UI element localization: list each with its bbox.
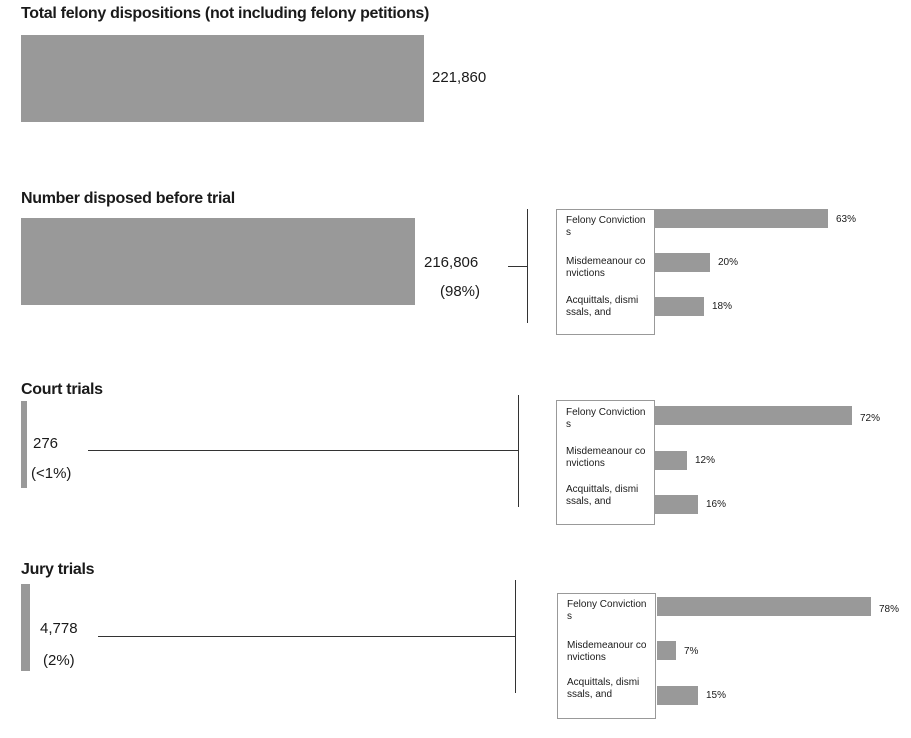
bar-court-trials: [21, 401, 27, 488]
breakdown-box-court-trials: [556, 400, 655, 525]
bar-acquittals-dismissals: [657, 686, 698, 705]
connector-line-jury-trials: [98, 636, 515, 637]
category-label-acquittals: Acquittals, dismi ssals, and: [566, 295, 639, 318]
bracket-line-jury-trials: [515, 580, 516, 693]
breakdown-box-jury-trials: [557, 593, 656, 719]
connector-line-before-trial: [508, 266, 527, 267]
pct-label-acquittals: 15%: [706, 690, 727, 701]
pct-label-misdemeanour: 12%: [695, 455, 716, 466]
value-label-jury-trials: 4,778: [40, 620, 78, 637]
section-title-total: Total felony dispositions (not including…: [21, 5, 430, 22]
section-title-before-trial: Number disposed before trial: [21, 190, 235, 207]
bar-misdemeanour-convictions: [654, 451, 687, 470]
category-label-acquittals: Acquittals, dismi ssals, and: [567, 677, 640, 700]
share-label-before-trial: (98%): [440, 283, 481, 300]
section-title-court-trials: Court trials: [21, 381, 103, 398]
category-label-acquittals: Acquittals, dismi ssals, and: [566, 484, 639, 507]
bar-misdemeanour-convictions: [655, 253, 710, 272]
pct-label-felony: 63%: [836, 214, 857, 225]
bracket-line-court-trials: [518, 395, 519, 507]
value-label-before-trial: 216,806: [424, 254, 479, 271]
breakdown-box-before-trial: [556, 209, 655, 335]
share-label-jury-trials: (2%): [43, 652, 75, 669]
value-label-court-trials: 276: [33, 435, 59, 452]
bar-misdemeanour-convictions: [657, 641, 676, 660]
bar-disposed-before-trial: [21, 218, 415, 305]
bar-total-felony-dispositions: [21, 35, 424, 122]
category-label-felony: Felony Convictions: [566, 407, 646, 430]
category-label-felony: Felony Convictions: [566, 215, 646, 238]
connector-line-court-trials: [88, 450, 518, 451]
pct-label-acquittals: 18%: [712, 301, 733, 312]
bar-felony-convictions: [654, 406, 852, 425]
bar-felony-convictions: [655, 209, 828, 228]
pct-label-misdemeanour: 20%: [718, 257, 739, 268]
bar-acquittals-dismissals: [655, 297, 704, 316]
category-label-misdemeanour: Misdemeanour convictions: [567, 640, 647, 663]
category-label-misdemeanour: Misdemeanour convictions: [566, 256, 646, 279]
value-label-total: 221,860: [432, 69, 487, 86]
pct-label-felony: 78%: [879, 604, 900, 615]
category-label-misdemeanour: Misdemeanour convictions: [566, 446, 646, 469]
bar-acquittals-dismissals: [654, 495, 698, 514]
pct-label-misdemeanour: 7%: [684, 646, 699, 657]
share-label-court-trials: (<1%): [31, 465, 72, 482]
section-title-jury-trials: Jury trials: [21, 561, 95, 578]
bracket-line-before-trial: [527, 209, 528, 323]
category-label-felony: Felony Convictions: [567, 599, 647, 622]
bar-felony-convictions: [657, 597, 871, 616]
pct-label-acquittals: 16%: [706, 499, 727, 510]
bar-jury-trials: [21, 584, 30, 671]
pct-label-felony: 72%: [860, 413, 881, 424]
